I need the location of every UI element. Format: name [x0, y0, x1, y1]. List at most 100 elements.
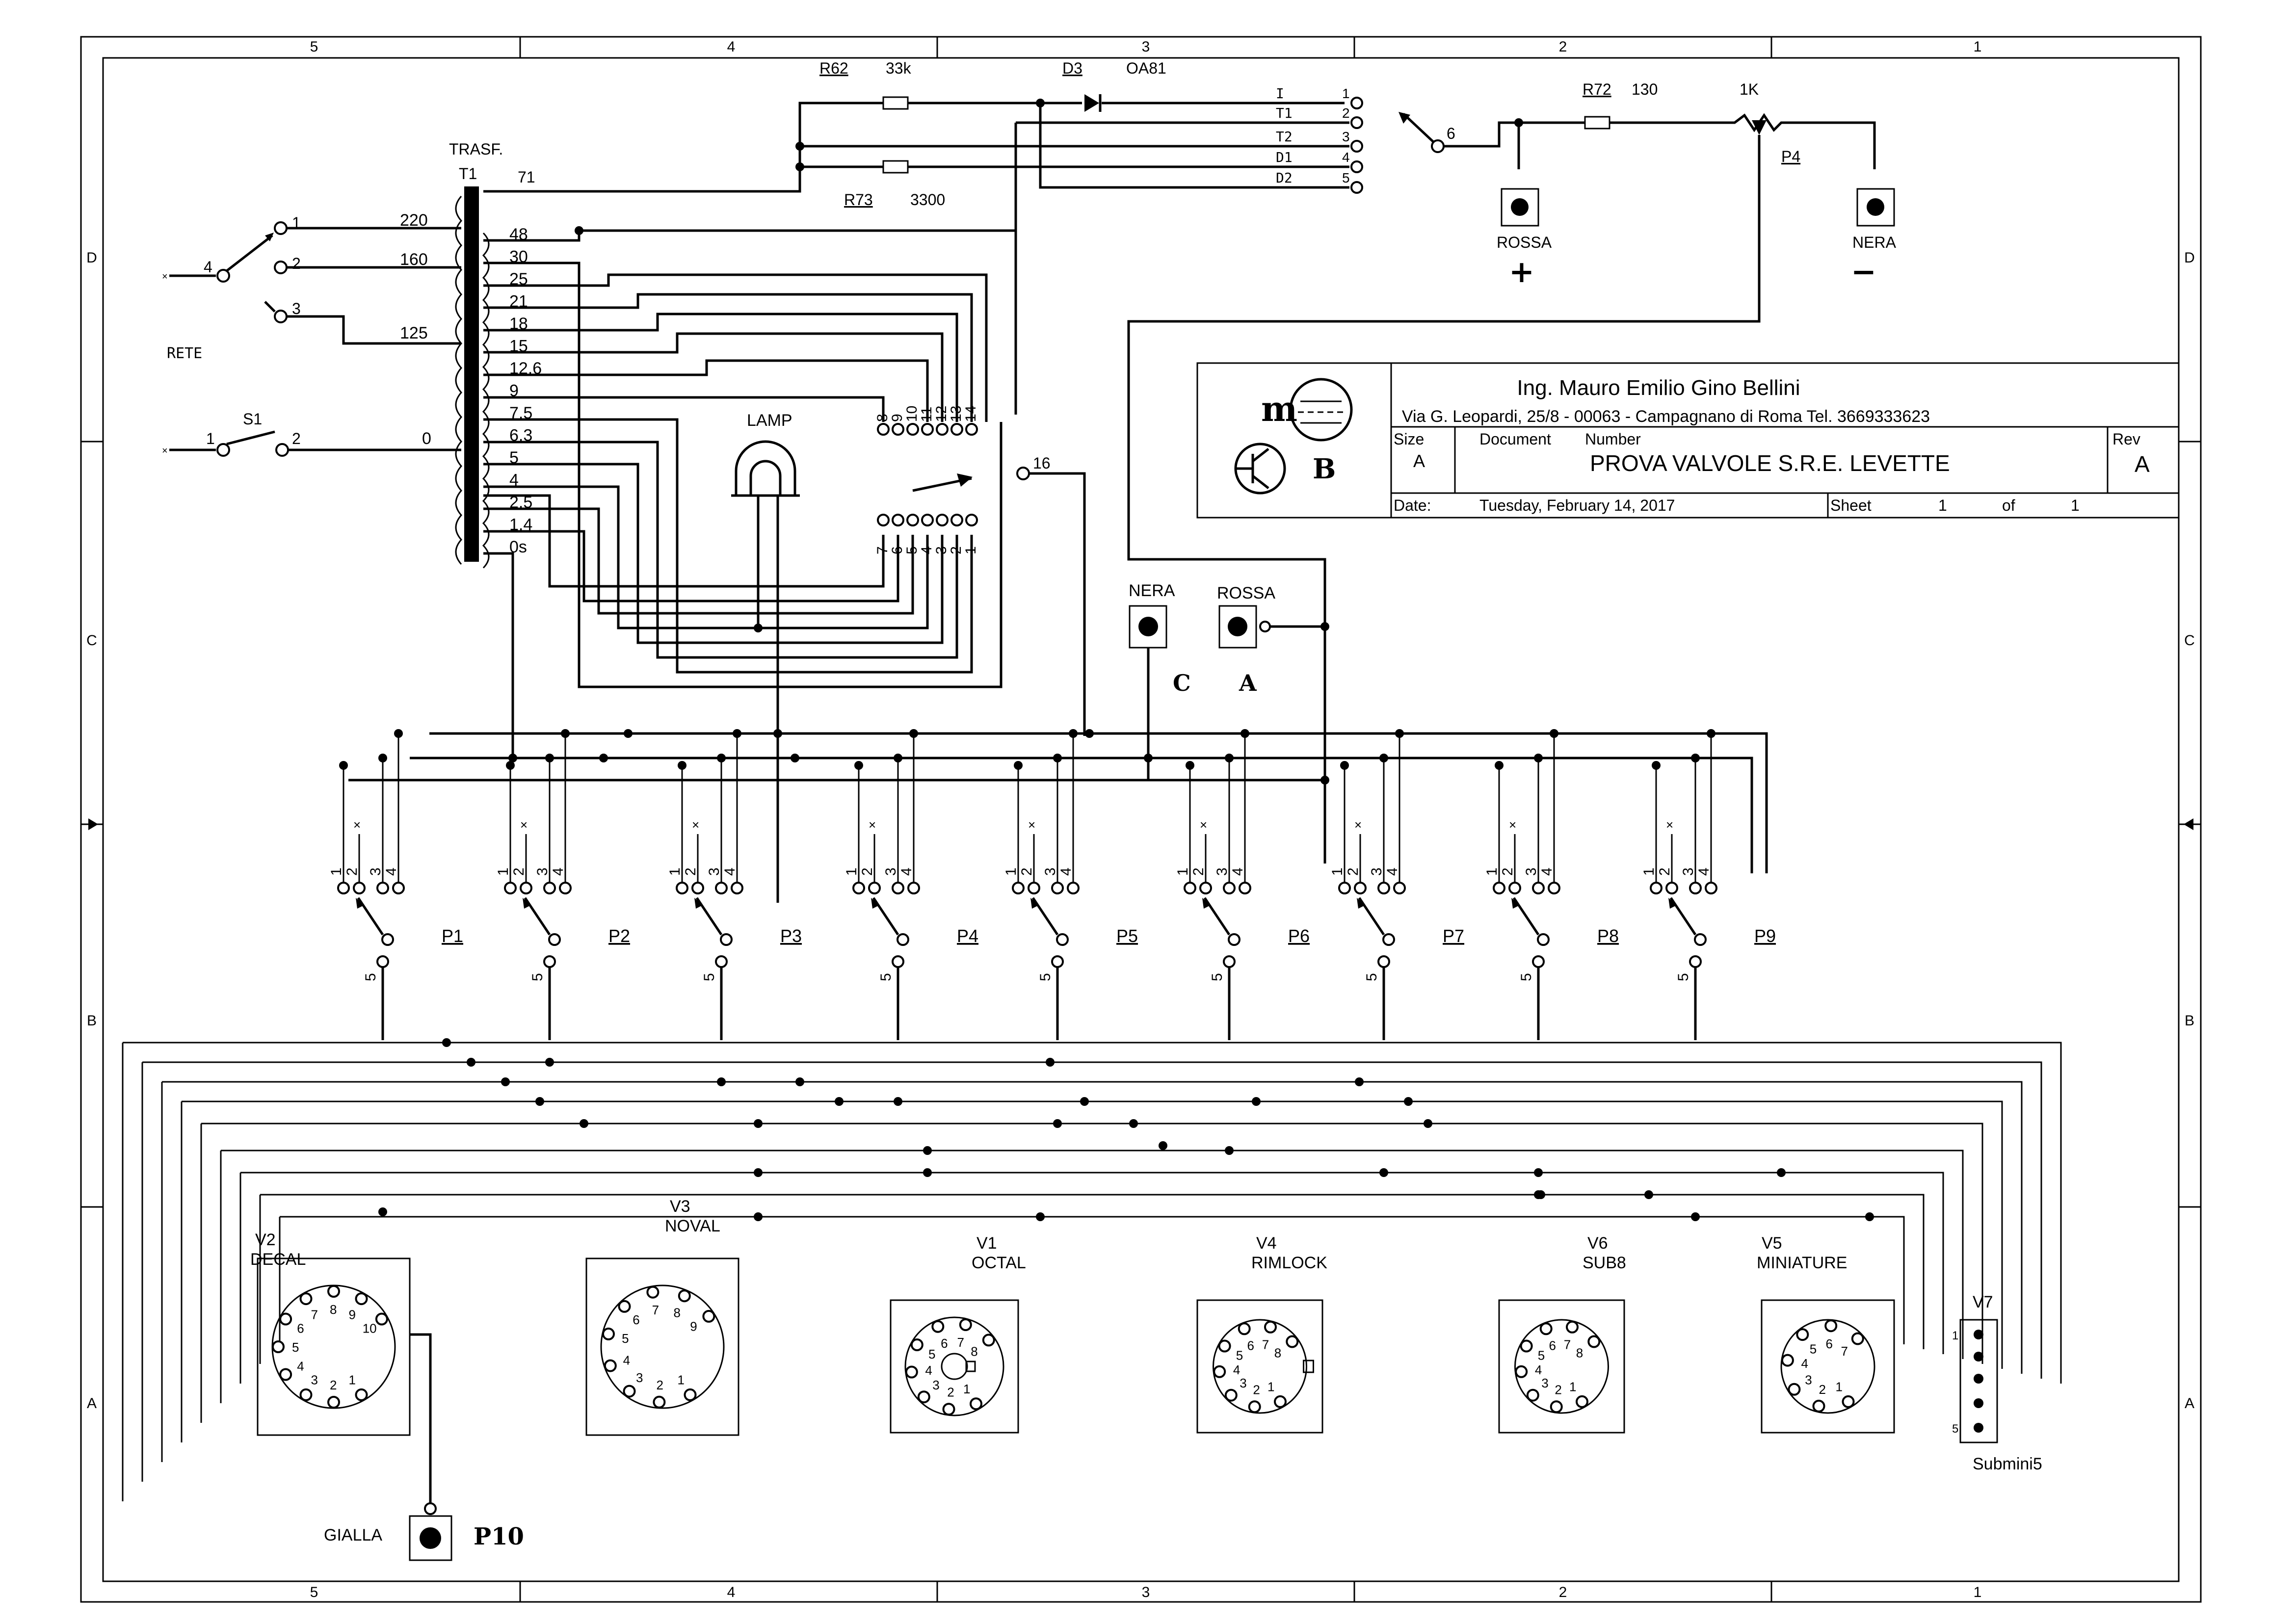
selector-pin-number: 2: [1657, 867, 1673, 876]
meter-plus-jack[interactable]: [1501, 188, 1539, 227]
selector-common-number: 5: [878, 973, 894, 981]
function-pin-number: 4: [1342, 150, 1350, 165]
selector-common: [381, 933, 394, 946]
selector-pin-number: 1: [495, 867, 511, 876]
border-labels: 5 4 3 2 1 5 4 3 2 1 D C B A D C B A: [86, 39, 2195, 1600]
junction: [909, 729, 918, 738]
rimlock-key: [1303, 1360, 1314, 1373]
selector-pin-number: 4: [383, 867, 399, 876]
socket-outline: [1213, 1319, 1307, 1414]
d3-ref: D3: [1062, 59, 1082, 77]
tap-lead: [483, 552, 514, 733]
socket-pin: [942, 1403, 955, 1416]
rotary-common-pin: 16: [1033, 454, 1051, 472]
harness-wire: [162, 1081, 2023, 1374]
socket-pin-number: 3: [1541, 1376, 1548, 1390]
tap-lead: [483, 507, 914, 615]
selector-pin: [1051, 882, 1064, 894]
selector-pin: [1650, 882, 1663, 894]
not-connected-mark: ×: [1200, 817, 1207, 832]
border-frame: [80, 36, 2202, 1603]
selector-pin: [691, 882, 704, 894]
function-common-pin: 6: [1447, 125, 1455, 142]
subminiature-socket[interactable]: V7 1 5 Submini5: [1952, 1293, 2042, 1473]
socket-pin-number: 7: [311, 1307, 318, 1322]
column-label: 4: [727, 1584, 736, 1600]
rotary-bottom-pin-label: 1: [963, 546, 979, 554]
selector-pin: [353, 882, 366, 894]
function-label: D2: [1276, 170, 1293, 186]
socket-pin-number: 3: [932, 1378, 939, 1392]
anode-jack[interactable]: [1218, 605, 1257, 649]
junction: [1069, 729, 1078, 738]
selector-ref: P1: [442, 926, 463, 946]
tap-lead: [483, 313, 958, 422]
selector-pin-number: 1: [1329, 867, 1346, 876]
cathode-jack[interactable]: [1129, 605, 1167, 649]
author-address: Via G. Leopardi, 25/8 - 00063 - Campagna…: [1402, 407, 1930, 426]
rotary-bottom-pin: [906, 514, 919, 526]
junction: [599, 754, 608, 762]
author-name: Ing. Mauro Emilio Gino Bellini: [1517, 376, 1800, 400]
wiper-arrow: [871, 898, 879, 909]
function-pin: [1350, 116, 1363, 129]
socket-body: [257, 1257, 411, 1436]
p10-jack[interactable]: [409, 1515, 452, 1561]
not-connected-mark: ×: [1509, 817, 1516, 832]
socket-pin-number: 6: [633, 1312, 639, 1327]
junction: [1534, 754, 1543, 762]
socket-pin-number: 4: [1801, 1356, 1808, 1371]
junction: [1340, 761, 1349, 770]
secondary-tap-71: 71: [518, 168, 535, 186]
wiper-arrow: [356, 898, 364, 909]
function-pin: [1350, 97, 1363, 109]
socket-body: [1196, 1299, 1323, 1434]
socket-ref: V6: [1587, 1234, 1608, 1253]
column-label: 1: [1974, 39, 1982, 55]
selector-common: [897, 933, 909, 946]
meter-minus-jack[interactable]: [1856, 188, 1895, 227]
junction: [791, 754, 799, 762]
function-pin: [1350, 140, 1363, 153]
socket-pin: [917, 1390, 930, 1404]
selector-ref: P5: [1116, 926, 1138, 946]
r72-value: 130: [1632, 80, 1658, 98]
socket-pin: [1566, 1320, 1579, 1334]
junction: [1159, 1141, 1167, 1150]
wiper-arrow: [523, 898, 531, 909]
junction: [1424, 1119, 1432, 1128]
rotary-top-pin: [892, 423, 904, 436]
selector-common: [1051, 955, 1064, 968]
rotary-bottom-pin-label: 4: [919, 546, 935, 554]
function-pin-number: 1: [1342, 86, 1350, 101]
bus-wire: [429, 732, 1768, 873]
socket-pin: [1539, 1322, 1553, 1335]
selector-common: [1377, 955, 1390, 968]
socket-pin-number: 7: [652, 1303, 659, 1317]
rotary-top-pin-label: 8: [874, 414, 891, 422]
selector-pin-number: 2: [1345, 867, 1361, 876]
junction: [378, 1207, 387, 1216]
socket-pin-number: 2: [1555, 1383, 1561, 1397]
r73-ref: R73: [844, 191, 873, 209]
selector-pin-number: 4: [722, 867, 738, 876]
selector-pin-number: 1: [844, 867, 860, 876]
selector-pin: [376, 882, 389, 894]
